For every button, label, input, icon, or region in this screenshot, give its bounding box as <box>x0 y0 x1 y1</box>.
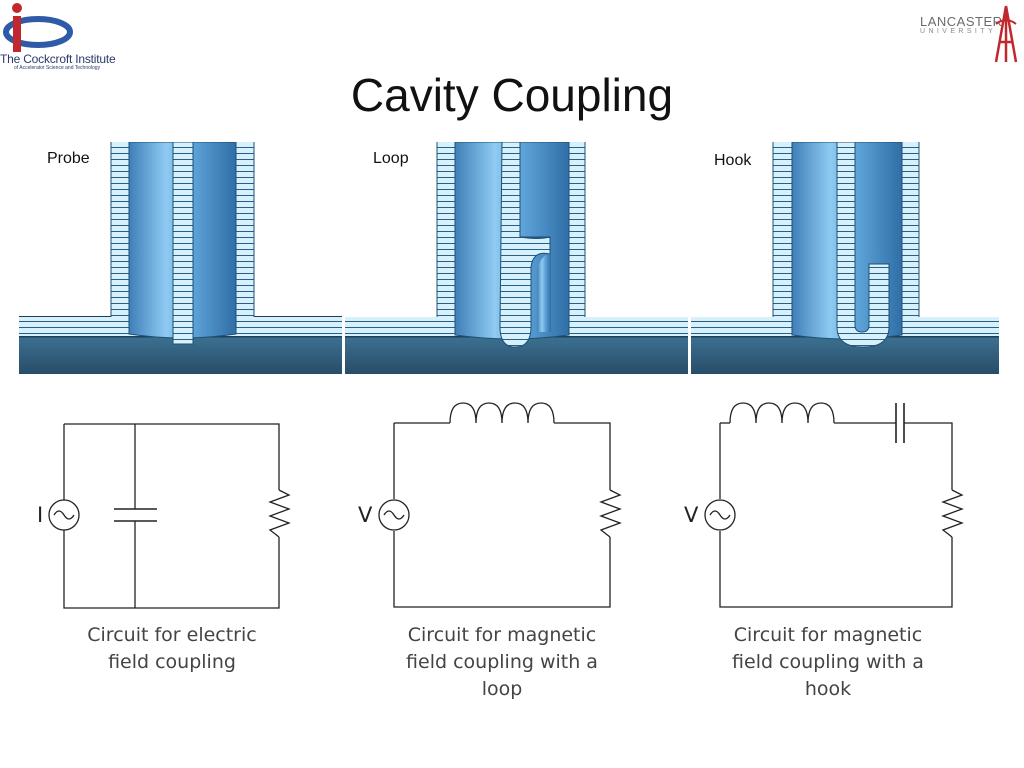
lancaster-subtitle: UNIVERSITY <box>920 28 997 35</box>
panel-label-hook: Hook <box>714 152 752 169</box>
cockcroft-subtitle: of Accelerator Science and Technology <box>14 65 101 71</box>
probe-cavity-diagram <box>19 142 342 374</box>
source-label-voltage-hook: V <box>684 503 699 527</box>
cockcroft-name: The Cockcroft Institute <box>0 52 116 66</box>
hook-coupling-circuit <box>704 402 964 608</box>
loop-cavity-diagram <box>345 142 688 374</box>
page-title: Cavity Coupling <box>350 69 674 121</box>
caption-hook: Circuit for magnetic field coupling with… <box>732 624 924 700</box>
lancaster-emblem-icon <box>994 5 1018 63</box>
caption-loop: Circuit for magnetic field coupling with… <box>406 624 598 700</box>
source-label-voltage-loop: V <box>358 503 373 527</box>
source-label-current: I <box>37 503 44 527</box>
electric-coupling-circuit <box>48 423 291 609</box>
hook-cavity-diagram <box>691 142 999 374</box>
panel-label-probe: Probe <box>47 150 90 167</box>
lancaster-name: LANCASTER <box>920 14 1003 29</box>
panel-label-loop: Loop <box>373 150 409 167</box>
caption-electric: Circuit for electric field coupling <box>87 624 257 673</box>
loop-coupling-circuit <box>378 402 622 608</box>
cockcroft-logo-icon <box>3 3 73 52</box>
